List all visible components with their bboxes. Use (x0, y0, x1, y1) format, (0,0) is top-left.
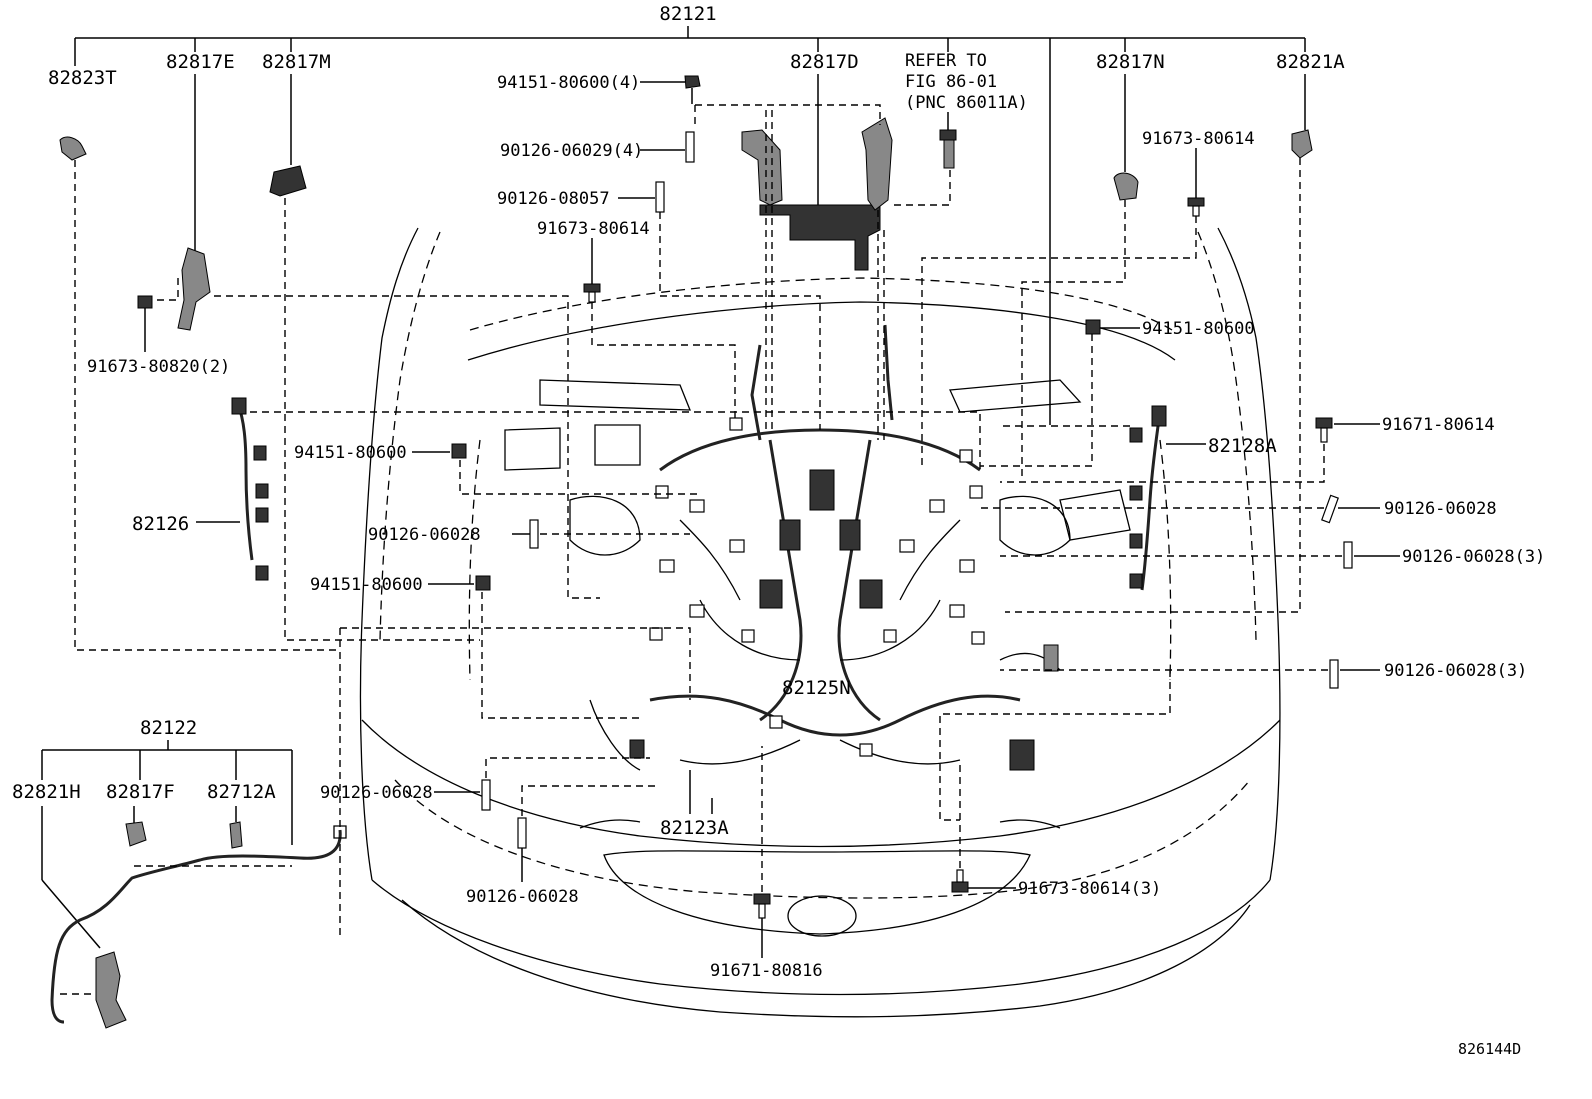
clip-82821A (1005, 74, 1313, 613)
clip-82823T (59, 136, 340, 651)
nut-94151-80600-c (980, 319, 1140, 467)
label-82712A: 82712A (207, 781, 276, 803)
stud-90126-06028-d (517, 785, 660, 882)
label-91673-80614-b: 91673-80614 (1142, 129, 1255, 149)
stud-90126-06029-4 (640, 131, 695, 163)
refer-note-line-3: (PNC 86011A) (905, 93, 1028, 113)
label-91673-80614-3: 91673-80614(3) (1018, 879, 1161, 899)
label-82122: 82122 (140, 717, 197, 739)
nut-94151-80600-a (412, 443, 700, 495)
harness-82128A (1000, 405, 1206, 591)
label-82821H: 82821H (12, 781, 81, 803)
label-90126-06029-4: 90126-06029(4) (500, 141, 643, 161)
harness-82126 (196, 397, 981, 581)
label-91671-80816: 91671-80816 (710, 961, 823, 981)
refer-component (890, 112, 957, 206)
label-90126-06028-3a: 90126-06028(3) (1402, 547, 1545, 567)
label-90126-06028-3b: 90126-06028(3) (1384, 661, 1527, 681)
main-assembly-bracket: 82121 (74, 3, 1306, 425)
bolt-91673-80614-3 (951, 760, 1016, 893)
label-82123A: 82123A (660, 817, 729, 839)
engine-harness-82125N (589, 324, 1061, 771)
label-91673-80820-2: 91673-80820(2) (87, 357, 230, 377)
label-91673-80614-a: 91673-80614 (537, 219, 650, 239)
bracket-82817E (137, 74, 600, 599)
stud-90126-06028-3b (939, 659, 1380, 821)
grommet-82817N (1021, 74, 1139, 480)
label-82817D: 82817D (790, 51, 859, 73)
label-82121: 82121 (659, 3, 716, 25)
bolt-91671-80614 (1000, 417, 1380, 483)
bolt-91673-80614-b (921, 148, 1205, 470)
bolt-91671-80816 (753, 746, 771, 958)
nut-94151-80600-b (428, 575, 640, 719)
refer-note: REFER TO FIG 86-01 (PNC 86011A) (905, 51, 1028, 113)
label-82128A: 82128A (1208, 435, 1277, 457)
label-94151-80600-4: 94151-80600(4) (497, 73, 640, 93)
label-82823T: 82823T (48, 67, 117, 89)
label-90126-06028-c: 90126-06028 (320, 783, 433, 803)
label-82821A: 82821A (1276, 51, 1345, 73)
label-82817F: 82817F (106, 781, 175, 803)
label-82817E: 82817E (166, 51, 235, 73)
stud-90126-06028-b (980, 494, 1380, 524)
harness-82123A (689, 770, 713, 814)
stud-90126-06028-c (434, 757, 650, 811)
label-94151-80600-c: 94151-80600 (1142, 319, 1255, 339)
fastener-94151-80600-4 (640, 75, 701, 104)
label-82817N: 82817N (1096, 51, 1165, 73)
refer-note-line-1: REFER TO (905, 51, 987, 71)
bracket-82817D (694, 74, 893, 440)
label-94151-80600-b: 94151-80600 (310, 575, 423, 595)
sub-assembly-82122-bracket: 82122 (41, 717, 293, 845)
label-82817M: 82817M (262, 51, 331, 73)
stud-90126-08057 (618, 181, 821, 430)
label-94151-80600-a: 94151-80600 (294, 443, 407, 463)
harness-82122 (41, 806, 347, 1029)
label-91671-80614: 91671-80614 (1382, 415, 1495, 435)
label-82125N: 82125N (782, 677, 851, 699)
stud-90126-06028-3a (1000, 541, 1400, 569)
refer-note-line-2: FIG 86-01 (905, 72, 997, 92)
label-90126-06028-d: 90126-06028 (466, 887, 579, 907)
figure-id: 826144D (1458, 1040, 1521, 1058)
stud-90126-06028-a (512, 519, 690, 549)
label-90126-08057: 90126-08057 (497, 189, 610, 209)
bolt-91673-80614-a (583, 238, 736, 420)
protector-82817M (269, 74, 480, 641)
label-82126: 82126 (132, 513, 189, 535)
label-90126-06028-b: 90126-06028 (1384, 499, 1497, 519)
leader-dashed-left (339, 627, 691, 940)
label-90126-06028-a: 90126-06028 (368, 525, 481, 545)
